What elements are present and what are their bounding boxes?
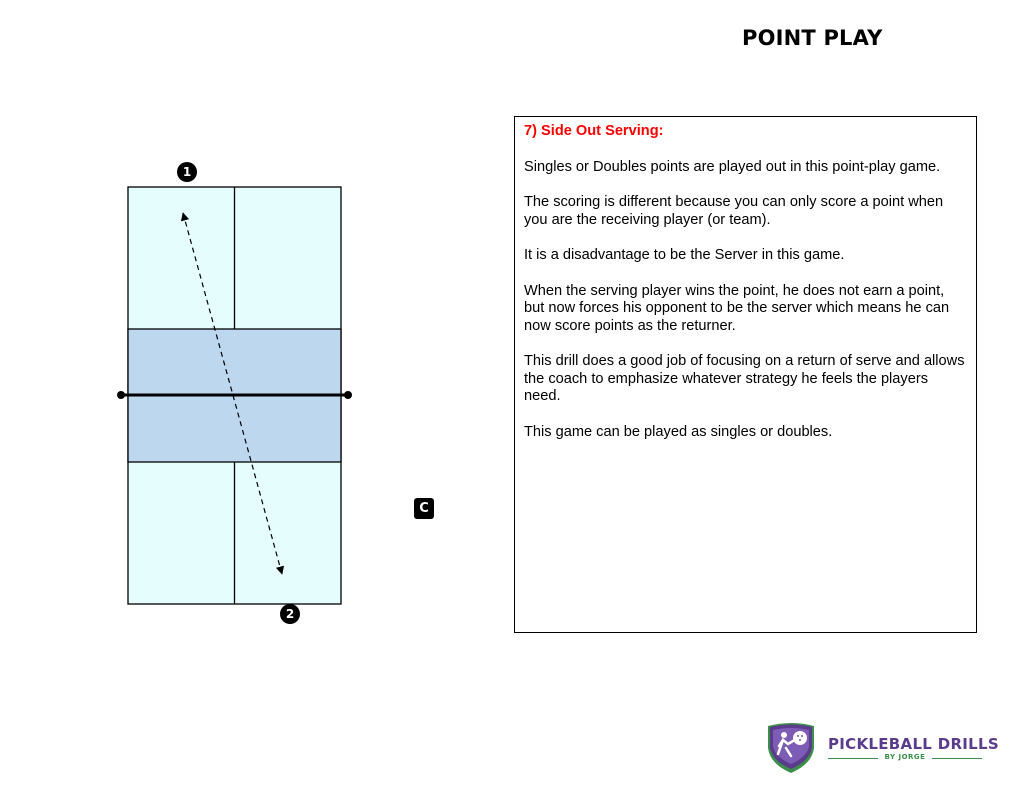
net-post-left xyxy=(117,391,125,399)
logo-main-text: PICKLEBALL DRILLS xyxy=(828,735,999,753)
drill-paragraph: When the serving player wins the point, … xyxy=(524,282,950,334)
drill-heading: 7) Side Out Serving: xyxy=(524,123,664,139)
pickleball-drills-logo: PICKLEBALL DRILLS BY JORGE xyxy=(764,722,999,774)
drill-paragraph: This game can be played as singles or do… xyxy=(524,423,833,440)
court-diagram xyxy=(117,186,352,605)
drill-paragraph: Singles or Doubles points are played out… xyxy=(524,158,941,175)
shield-logo-icon xyxy=(768,723,814,773)
net-post-right xyxy=(344,391,352,399)
player-2-marker: 2 xyxy=(280,604,300,624)
page-title: POINT PLAY xyxy=(742,26,883,50)
drill-description-box: 7) Side Out Serving: Singles or Doubles … xyxy=(514,116,977,633)
logo-sub-text: BY JORGE xyxy=(884,753,926,761)
drill-paragraph: This drill does a good job of focusing o… xyxy=(524,353,965,404)
drill-paragraph: The scoring is different because you can… xyxy=(524,194,944,228)
player-1-marker: 1 xyxy=(177,162,197,182)
drill-paragraph: It is a disadvantage to be the Server in… xyxy=(524,247,845,263)
logo-subtitle: BY JORGE xyxy=(828,753,982,763)
coach-marker: C xyxy=(414,498,434,519)
